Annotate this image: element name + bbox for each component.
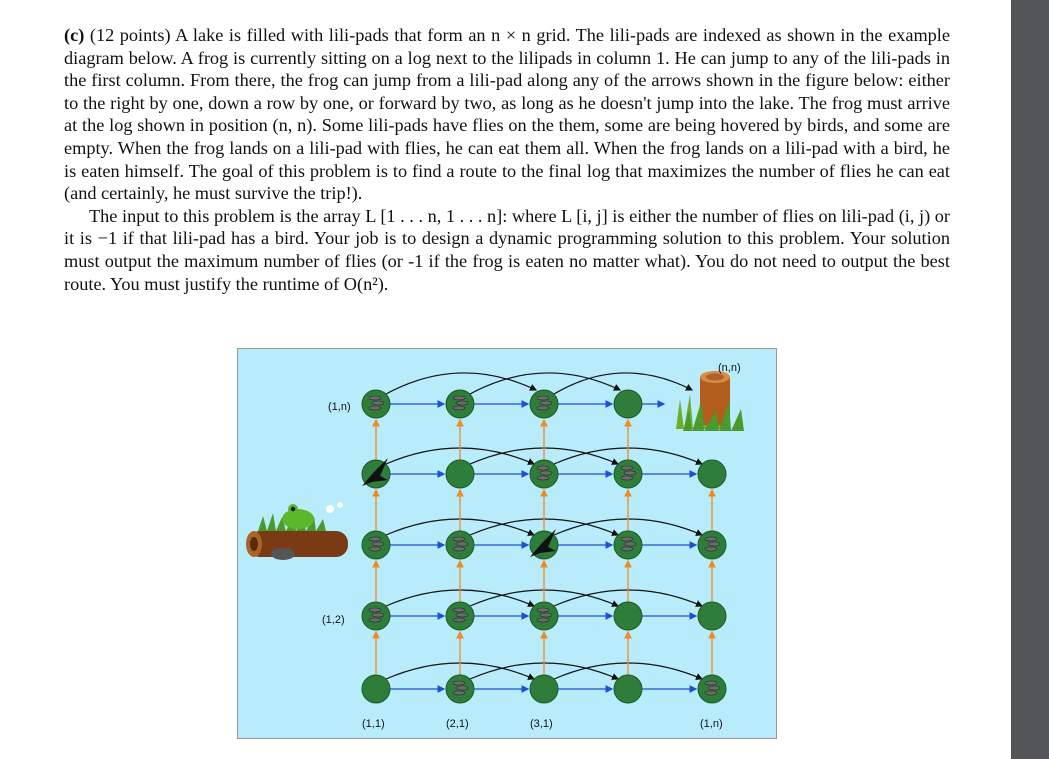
fly-icon [536, 617, 550, 623]
fly-icon [371, 612, 385, 618]
lily-pad [613, 601, 643, 631]
fly-icon [704, 690, 718, 696]
fly-icon [620, 475, 634, 481]
bird-icon [530, 529, 556, 557]
lily-pad [529, 674, 559, 704]
problem-label: (c) [64, 25, 85, 45]
fly-icon [452, 546, 466, 552]
lily-pad [613, 674, 643, 704]
paragraph-1: (c) (12 points) A lake is filled with li… [64, 24, 950, 205]
fly-icon [623, 470, 637, 476]
jump-arrow [385, 372, 538, 395]
document-page: (c) (12 points) A lake is filled with li… [0, 0, 1011, 759]
fly-icon [620, 465, 634, 471]
label-left-1-n: (1,n) [328, 401, 351, 413]
fly-icon [707, 541, 721, 547]
fly-icon [452, 607, 466, 613]
fly-icon [704, 536, 718, 542]
lily-pad [697, 601, 727, 631]
jump-arrow [469, 372, 622, 395]
fly-icon [368, 546, 382, 552]
fly-icon [455, 541, 469, 547]
lily-pad [445, 459, 475, 489]
fly-icon [452, 395, 466, 401]
fly-icon [536, 465, 550, 471]
fly-icon [539, 470, 553, 476]
fly-icon [623, 541, 637, 547]
paragraph-2-text: The input to this problem is the array L… [64, 205, 950, 294]
label-n-n: (n,n) [718, 362, 741, 374]
label-bottom-1-1: (1,1) [362, 718, 385, 730]
stump-log-illustration [676, 371, 744, 431]
problem-text: (c) (12 points) A lake is filled with li… [64, 24, 950, 295]
fly-icon [452, 617, 466, 623]
label-left-1-2: (1,2) [322, 614, 345, 626]
frog-log-illustration [246, 502, 348, 560]
label-bottom-2-1: (2,1) [446, 718, 469, 730]
lily-pad [697, 459, 727, 489]
paragraph-2: The input to this problem is the array L… [64, 205, 950, 295]
fly-icon [536, 395, 550, 401]
fly-icon [536, 607, 550, 613]
fly-icon [704, 546, 718, 552]
arrow-layer [372, 372, 716, 693]
fly-icon [371, 400, 385, 406]
fly-icon [368, 536, 382, 542]
fly-icon [368, 405, 382, 411]
fly-icon [539, 612, 553, 618]
fly-icon [707, 685, 721, 691]
paragraph-1-text: A lake is filled with lili-pads that for… [64, 25, 950, 204]
fly-icon [455, 685, 469, 691]
fly-icon [620, 536, 634, 542]
problem-points: (12 points) [89, 25, 171, 45]
label-bottom-1-n: (1,n) [700, 718, 723, 730]
fly-icon [455, 612, 469, 618]
fly-icon [452, 536, 466, 542]
fly-icon [536, 405, 550, 411]
fly-icon [368, 395, 382, 401]
pad-layer [361, 389, 727, 704]
fly-icon [455, 400, 469, 406]
fly-icon [704, 680, 718, 686]
fly-icon [539, 400, 553, 406]
fly-icon [371, 541, 385, 547]
lily-pad [613, 389, 643, 419]
fly-icon [536, 475, 550, 481]
diagram-svg: (n,n) (1,n) (1,2) (1,1) (2,1) (3,1) (1,n… [246, 362, 744, 730]
lily-pad [361, 674, 391, 704]
fly-icon [368, 617, 382, 623]
fly-icon [452, 405, 466, 411]
label-bottom-3-1: (3,1) [530, 718, 553, 730]
lily-pad-diagram: (n,n) (1,n) (1,2) (1,1) (2,1) (3,1) (1,n… [237, 348, 777, 739]
fly-icon [368, 607, 382, 613]
fly-icon [620, 546, 634, 552]
fly-icon [452, 690, 466, 696]
fly-icon [452, 680, 466, 686]
jump-arrow [553, 372, 694, 395]
bird-icon [362, 458, 388, 486]
